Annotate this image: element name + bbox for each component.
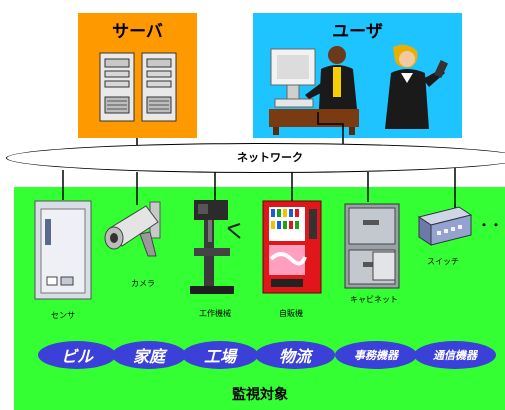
phone-user-icon [385,44,449,129]
category-logistics: 物流 [255,341,335,369]
server-title: サーバ [112,22,163,42]
category-building: ビル [38,341,116,369]
category-home: 家庭 [112,341,186,369]
server-box: サーバ [78,13,197,138]
user-box: ユーザ [253,13,462,138]
machine-tool-icon [190,200,241,294]
sensor-icon [34,200,92,300]
user-title: ユーザ [332,22,383,42]
cabinet-icon [344,203,400,289]
device-label-sensor: センサ [51,311,75,320]
monitored-title: 監視対象 [232,387,288,403]
network-label: ネットワーク [237,151,303,164]
network-bus [6,143,505,173]
office-user-icon [269,46,359,135]
device-label-vending-machine: 自販機 [279,309,303,318]
device-label-machine-tool: 工作機械 [199,309,231,318]
device-label-switch: スイッチ [427,257,459,266]
device-label-cabinet: キャビネット [350,295,398,304]
category-factory: 工場 [182,341,258,369]
vending-machine-icon [262,200,322,294]
device-label-camera: カメラ [131,279,155,288]
category-office-equipment: 事務機器 [335,341,417,369]
server-icon [99,52,177,122]
more-devices-ellipsis: ・・・ [478,218,505,232]
camera-icon [104,201,161,257]
switch-icon [417,206,473,246]
category-communication-equipment: 通信機器 [414,341,496,369]
